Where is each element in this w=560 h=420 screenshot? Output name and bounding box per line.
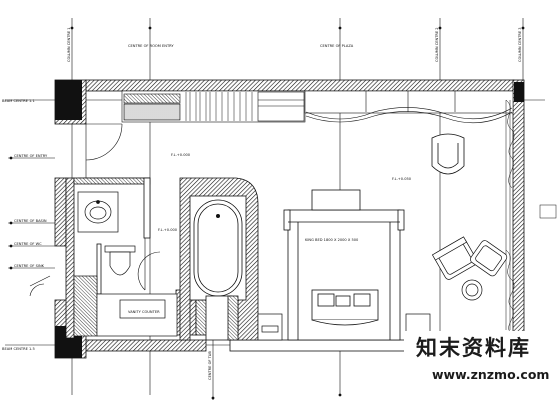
grid-label-bottom-b: CENTRE OF TUB	[208, 351, 212, 380]
side-label-basin: CENTRE OF BASIN	[14, 219, 47, 223]
basin	[77, 191, 119, 233]
wardrobe	[121, 90, 306, 123]
vanity-cabinet	[73, 275, 178, 337]
grid-label-row-top: BEAM CENTRE 1.1	[2, 99, 35, 103]
grid-label-col-b: CENTRE OF ROOM ENTRY	[128, 44, 174, 48]
label-bed: KING BED 1800 X 2000 X 500	[305, 238, 359, 242]
label-vanity: VANITY COUNTER	[128, 310, 160, 314]
grid-label-col-a: COLUMN CENTRE 1	[67, 27, 71, 62]
entry-door	[78, 123, 150, 179]
bed	[283, 189, 405, 341]
watermark-url: www.znzmo.com	[432, 367, 549, 382]
grid-label-col-d: COLUMN CENTRE 2	[435, 27, 439, 62]
grid-label-row-bottom: BEAM CENTRE 1.5	[2, 347, 35, 351]
bathtub-area	[179, 177, 259, 341]
label-bedroom: F.L.+0.050	[392, 177, 412, 181]
side-label-sink: CENTRE OF SINK	[14, 264, 45, 268]
grid-markers	[9, 26, 525, 400]
wc	[104, 245, 136, 276]
grid-label-col-c: CENTRE OF PLAZA	[320, 44, 354, 48]
curtain-track	[304, 90, 514, 124]
bath-door	[29, 238, 161, 297]
watermark: 知末资料库 www.znzmo.com	[404, 331, 560, 420]
window-curtain	[505, 99, 557, 335]
grid-label-col-e: COLUMN CENTRE 3	[518, 27, 522, 62]
watermark-brand: 知末资料库	[416, 336, 531, 360]
side-label-entry: CENTRE OF ENTRY	[14, 154, 48, 158]
columns	[55, 80, 524, 358]
desk-chair	[431, 133, 465, 175]
label-bath: F.L.+0.000	[158, 228, 178, 232]
lounge-chairs	[431, 236, 508, 301]
side-label-wc: CENTRE OF WC	[14, 242, 42, 246]
label-entry-area: F.L.+0.000	[171, 153, 191, 157]
